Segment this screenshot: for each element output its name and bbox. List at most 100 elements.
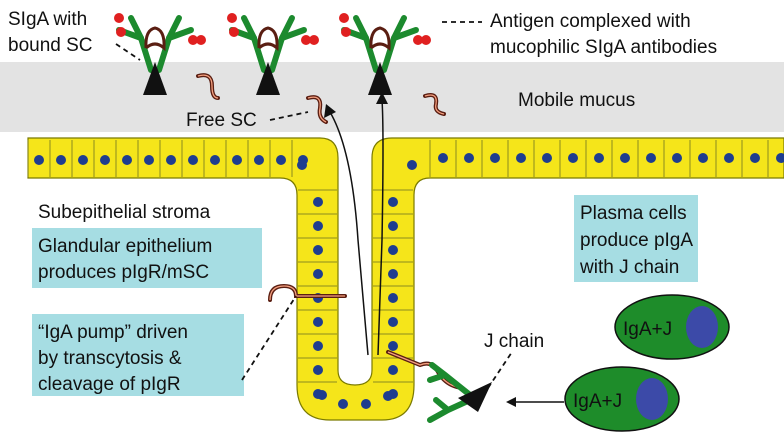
antigen-dot <box>227 13 237 23</box>
nucleus <box>361 399 371 409</box>
plasma-cell-2-label: IgA+J <box>573 391 622 412</box>
antigen-dot <box>116 27 126 37</box>
arrow-head-up-1 <box>324 104 336 118</box>
transcytosis-arrow-up-2 <box>377 99 384 356</box>
nucleus <box>317 390 327 400</box>
nucleus <box>388 293 398 303</box>
j-chain-triangle <box>458 382 492 412</box>
glandular-label-line1: Glandular epithelium <box>38 236 212 257</box>
siga-antibodies <box>114 13 431 95</box>
nucleus <box>698 153 708 163</box>
plasma-cell-1-label: IgA+J <box>623 319 672 340</box>
nucleus <box>568 153 578 163</box>
nucleus <box>144 155 154 165</box>
antigen-dot <box>309 35 319 45</box>
antigen-dot <box>301 35 311 45</box>
nucleus <box>388 197 398 207</box>
antigen-dot <box>341 27 351 37</box>
nucleus <box>516 153 526 163</box>
nucleus <box>122 155 132 165</box>
mobile-mucus-band <box>0 62 784 132</box>
nucleus <box>78 155 88 165</box>
pump-label-line2: by transcytosis & <box>38 348 182 369</box>
nucleus <box>34 155 44 165</box>
glandular-box <box>32 228 262 288</box>
nucleus <box>210 155 220 165</box>
glandular-label-line2: produces pIgR/mSC <box>38 262 209 283</box>
plasma-label-line2: produce pIgA <box>580 230 693 251</box>
nucleus <box>313 317 323 327</box>
plasma-label-line1: Plasma cells <box>580 203 687 224</box>
secretion-arrow-head <box>506 397 516 407</box>
nucleus <box>620 153 630 163</box>
nucleus <box>646 153 656 163</box>
nucleus <box>297 160 307 170</box>
plasma-label-line3: with J chain <box>579 257 679 278</box>
stroma-label: Subepithelial stroma <box>38 202 211 223</box>
pigr-pigA-complex <box>386 350 492 423</box>
nucleus <box>407 160 417 170</box>
siga-antibody-1 <box>114 13 206 95</box>
nucleus <box>750 153 760 163</box>
nucleus <box>276 155 286 165</box>
nucleus <box>594 153 604 163</box>
nucleus <box>490 153 500 163</box>
plasma-box <box>574 195 698 282</box>
nucleus <box>313 341 323 351</box>
antigen-label-line1: Antigen complexed with <box>490 11 691 32</box>
mobile-mucus-label: Mobile mucus <box>518 90 635 111</box>
siga-antibody-3 <box>339 13 431 95</box>
siga-label-line2: bound SC <box>8 35 93 56</box>
free-sc-pointer <box>269 111 309 121</box>
nucleus <box>464 153 474 163</box>
nucleus <box>776 153 784 163</box>
free-sc-label: Free SC <box>186 110 257 131</box>
nucleus <box>724 153 734 163</box>
antigen-dot <box>229 27 239 37</box>
antigen-dot <box>188 35 198 45</box>
nucleus <box>313 269 323 279</box>
nucleus <box>388 221 398 231</box>
pump-label-line3: cleavage of pIgR <box>38 374 181 395</box>
nucleus <box>254 155 264 165</box>
transcytosis-arrows <box>324 92 388 356</box>
pump-label-line1: “IgA pump” driven <box>38 322 188 343</box>
siga-pointer <box>115 43 141 61</box>
cell-nuclei <box>34 153 784 409</box>
arrow-head-up-2 <box>376 92 388 104</box>
nucleus <box>188 155 198 165</box>
pump-pointer <box>241 295 297 381</box>
nucleus <box>232 155 242 165</box>
nucleus <box>313 221 323 231</box>
antigen-dot <box>114 13 124 23</box>
nucleus <box>388 245 398 255</box>
nucleus <box>388 365 398 375</box>
siga-label-line1: SIgA with <box>8 9 87 30</box>
nucleus <box>388 269 398 279</box>
siga-antibody-2 <box>227 13 319 95</box>
nucleus <box>313 197 323 207</box>
nucleus <box>383 391 393 401</box>
plasma-cell-1: IgA+J <box>614 294 730 360</box>
nucleus <box>56 155 66 165</box>
plasma-cell-2: IgA+J <box>564 366 680 432</box>
nucleus <box>313 365 323 375</box>
antigen-dot <box>196 35 206 45</box>
nucleus <box>672 153 682 163</box>
nucleus <box>438 153 448 163</box>
nucleus <box>166 155 176 165</box>
nucleus <box>100 155 110 165</box>
nucleus <box>542 153 552 163</box>
j-chain-pointer <box>487 351 513 389</box>
transcytosis-arrow-up <box>329 111 369 356</box>
cell-dividers <box>27 140 769 383</box>
epithelium-cells <box>27 137 784 421</box>
antigen-dot <box>413 35 423 45</box>
antigen-dot <box>339 13 349 23</box>
free-sc-highlight <box>197 74 445 123</box>
nucleus <box>313 245 323 255</box>
antigen-dot <box>421 35 431 45</box>
pump-box <box>32 314 244 396</box>
j-chain-label: J chain <box>484 331 544 352</box>
